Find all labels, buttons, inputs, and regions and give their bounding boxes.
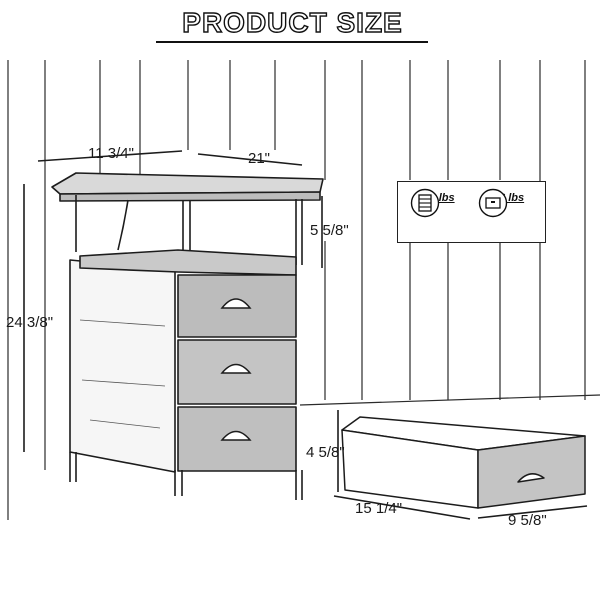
tabletop	[51, 172, 324, 195]
loose-drawer-handle	[517, 473, 545, 483]
side-panel	[69, 259, 176, 473]
drawer-capacity: 6.6 lbs	[478, 188, 536, 218]
drawer-handle-3	[220, 430, 252, 441]
drawer-handle-1	[220, 298, 252, 309]
shelf-weight-icon	[410, 188, 440, 218]
label-drawer-depth: 15 1/4"	[355, 500, 403, 517]
loose-drawer-front	[477, 435, 586, 509]
dim-line-drawer-depth	[333, 495, 471, 520]
label-drawer-height: 4 5/8"	[306, 444, 345, 461]
label-top-width: 21"	[248, 150, 271, 167]
label-drawer-width: 9 5/8"	[508, 512, 547, 529]
title-banner: PRODUCT SIZE	[150, 4, 435, 44]
label-total-height: 24 3/8"	[6, 314, 54, 331]
dim-line-top-depth	[37, 150, 183, 162]
drawer-handle-2	[220, 363, 252, 374]
label-top-depth: 11 3/4"	[88, 145, 134, 162]
dim-line-top-width	[197, 153, 303, 166]
title-underline	[156, 41, 428, 43]
shelf-capacity: 30 lbs	[410, 188, 468, 218]
drawer-weight-icon	[478, 188, 508, 218]
weight-capacity-box: 30 lbs 6.6 lbs	[397, 181, 546, 243]
dim-line-drawer-width	[477, 505, 588, 519]
page-title: PRODUCT SIZE	[182, 6, 403, 38]
label-shelf-height: 5 5/8"	[310, 222, 349, 239]
